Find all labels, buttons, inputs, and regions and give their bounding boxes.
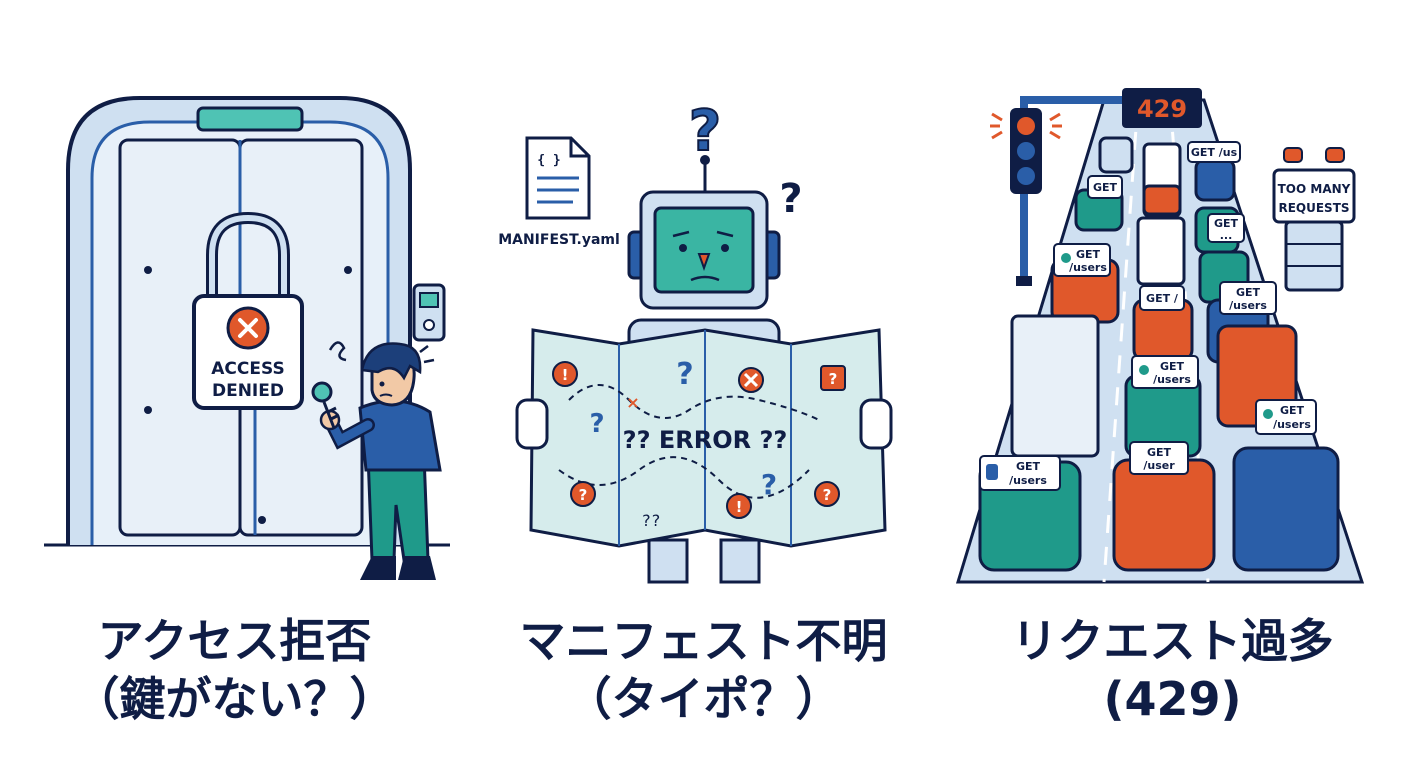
map-error-text: ?? ERROR ?? <box>623 426 788 454</box>
manifest-unknown-scene: { } MANIFEST.yaml ? ? <box>498 98 893 584</box>
user-icon <box>1139 365 1149 375</box>
too-many-requests-scene: 429 TOO MANY REQUESTS <box>955 88 1365 584</box>
user-icon <box>1061 253 1071 263</box>
caption-line1: アクセス拒否 <box>97 614 372 668</box>
bubble-text: /users <box>1273 418 1311 431</box>
keypad-screen <box>419 292 439 308</box>
bubble-text: /users <box>1009 474 1047 487</box>
rivet <box>258 516 266 524</box>
caption-line2: （タイポ？） <box>565 672 842 726</box>
bubble-text: GET <box>1160 360 1185 373</box>
server-with-sign <box>1272 147 1356 292</box>
bubble-text: GET <box>1076 248 1101 261</box>
bubble-text: /users <box>1153 373 1191 386</box>
svg-text:?: ? <box>823 486 832 504</box>
svg-text:!: ! <box>562 366 569 384</box>
question-mark-icon: ? <box>689 99 721 164</box>
user-icon <box>1263 409 1273 419</box>
rivet <box>144 406 152 414</box>
caption-line2: （鍵がない？） <box>73 672 396 726</box>
robot-right-hand <box>859 398 893 450</box>
bubble-text: GET <box>1236 286 1261 299</box>
bubble-text: GET <box>1093 181 1118 194</box>
bubble-text: /users <box>1229 299 1267 312</box>
caption-line2: (429) <box>1103 672 1242 726</box>
bubble-text: ... <box>1220 229 1233 242</box>
key-icon <box>311 381 340 429</box>
traffic-light-icon <box>990 96 1124 286</box>
padlock-shackle-inner <box>209 214 287 300</box>
question-mark-icon: ? <box>779 176 802 222</box>
bubble-text: GET <box>1280 404 1305 417</box>
padlock-body <box>192 294 304 410</box>
sign-too-many: TOO MANY <box>1278 182 1351 196</box>
svg-text:?: ? <box>761 468 777 501</box>
database-icon <box>986 464 998 480</box>
panel-manifest-unknown: { } MANIFEST.yaml ? ? <box>469 0 938 768</box>
sign-access: ACCESS <box>211 359 284 379</box>
svg-text:?: ? <box>579 486 588 504</box>
panel-access-denied: ACCESS DENIED <box>0 0 469 768</box>
request-bubble <box>979 141 1317 491</box>
map: ! ? ? ! ? ? ? ? × ?? ERROR ?? ?? <box>529 328 887 548</box>
bubble-text: GET /us <box>1191 146 1238 159</box>
door-light <box>196 106 304 132</box>
panel-too-many-requests: 429 TOO MANY REQUESTS <box>938 0 1407 768</box>
stress-lines <box>419 345 435 364</box>
caption-access-denied: アクセス拒否 （鍵がない？） <box>0 612 469 728</box>
bubble-text: /user <box>1143 459 1175 472</box>
status-code-text: 429 <box>1137 95 1187 123</box>
file-icon-text: { } <box>537 153 560 168</box>
svg-text:!: ! <box>736 498 743 516</box>
rivet <box>344 266 352 274</box>
sign-requests: REQUESTS <box>1278 201 1349 215</box>
svg-text:×: × <box>626 393 639 412</box>
bubble-text: GET <box>1147 446 1172 459</box>
svg-text:?: ? <box>676 357 693 392</box>
svg-text:?: ? <box>829 370 838 388</box>
caption-line1: リクエスト過多 <box>1011 614 1334 668</box>
status-code-sign <box>1122 88 1202 128</box>
file-icon <box>525 136 591 220</box>
confusion-scribble <box>328 341 347 362</box>
bubble-text: GET <box>1016 460 1041 473</box>
bubble-text: /users <box>1069 261 1107 274</box>
caption-too-many-requests: リクエスト過多 (429) <box>938 612 1407 728</box>
person-with-key <box>319 342 442 580</box>
keypad-button <box>423 319 435 331</box>
caption-manifest-unknown: マニフェスト不明 （タイポ？） <box>469 612 938 728</box>
map-small-text: ?? <box>641 511 660 530</box>
rivet <box>144 266 152 274</box>
svg-text:?: ? <box>589 409 604 439</box>
robot-left-hand <box>515 398 549 450</box>
bubble-text: GET <box>1214 217 1239 230</box>
sign-denied: DENIED <box>212 381 284 401</box>
access-denied-scene: ACCESS DENIED <box>44 96 450 580</box>
bubble-text: GET / <box>1146 292 1179 305</box>
file-name: MANIFEST.yaml <box>498 232 620 248</box>
caption-line1: マニフェスト不明 <box>519 614 888 668</box>
